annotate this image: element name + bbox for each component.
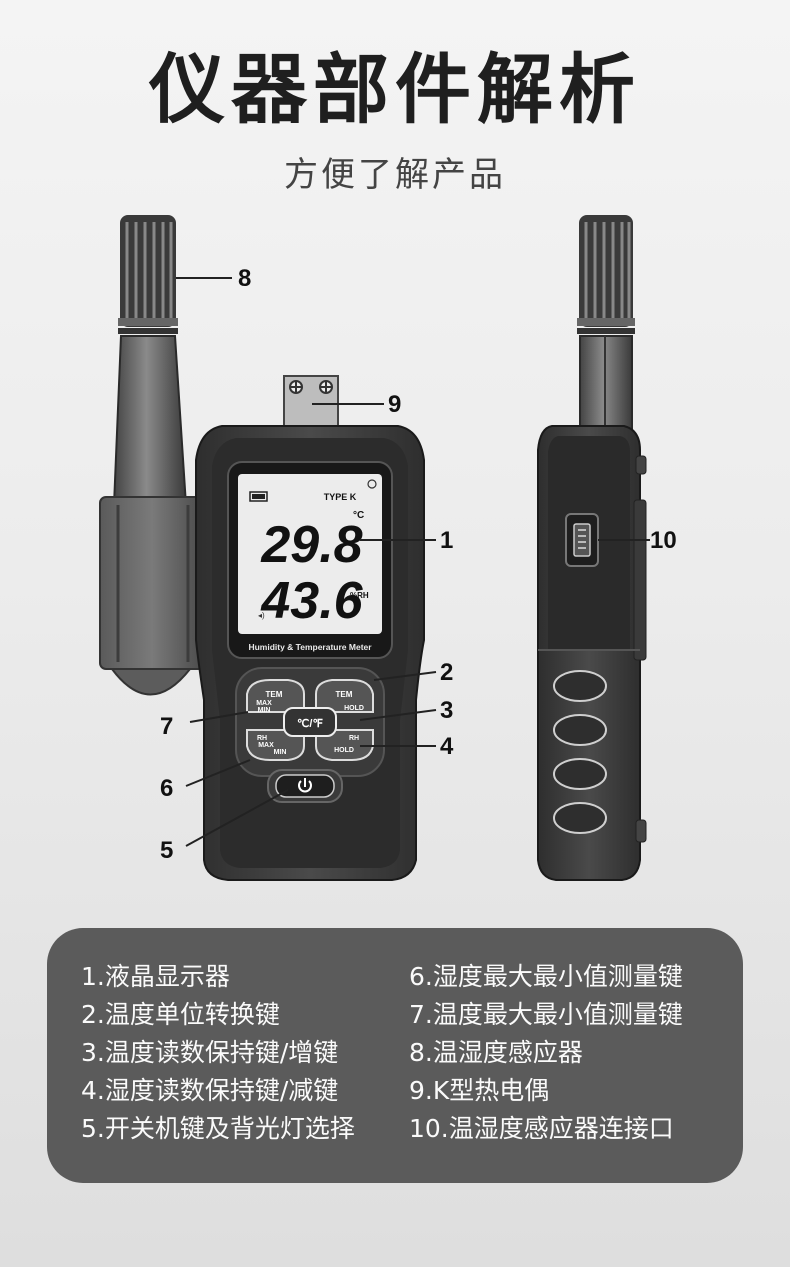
battery-icon <box>249 491 268 502</box>
legend-left-column: 1.液晶显示器 2.温度单位转换键 3.温度读数保持键/增键 4.湿度读数保持键… <box>81 958 355 1148</box>
svg-text:RH: RH <box>257 735 267 742</box>
sensor-connection-port <box>565 513 599 567</box>
svg-text:MAX: MAX <box>256 700 272 707</box>
sound-icon: ◂) <box>258 611 265 620</box>
legend-item: 6.湿度最大最小值测量键 <box>409 962 683 991</box>
power-button[interactable] <box>267 769 343 803</box>
svg-text:℃/℉: ℃/℉ <box>297 718 323 730</box>
callout-numbers: 8 9 1 2 3 4 7 6 5 10 <box>160 265 677 864</box>
legend-panel: 1.液晶显示器 2.温度单位转换键 3.温度读数保持键/增键 4.湿度读数保持键… <box>47 928 743 1183</box>
legend-right-column: 6.湿度最大最小值测量键 7.温度最大最小值测量键 8.温湿度感应器 9.K型热… <box>409 958 683 1148</box>
legend-item: 3.温度读数保持键/增键 <box>81 1038 339 1067</box>
probe-holder <box>99 496 205 696</box>
temperature-unit: °C <box>353 510 364 521</box>
svg-text:TEM: TEM <box>336 690 353 699</box>
callout-1: 1 <box>440 527 453 554</box>
legend-item: 7.温度最大最小值测量键 <box>409 1000 683 1029</box>
humidity-unit: %RH <box>350 591 369 600</box>
svg-text:MAX: MAX <box>258 742 274 749</box>
model-label: Humidity & Temperature Meter <box>248 642 372 652</box>
svg-text:RH: RH <box>349 735 359 742</box>
rh-max-min-button[interactable]: RH MAX MIN <box>246 729 305 761</box>
callout-5: 5 <box>160 837 173 864</box>
tem-hold-button[interactable]: TEM HOLD <box>315 679 374 713</box>
svg-text:MIN: MIN <box>258 707 271 714</box>
svg-text:HOLD: HOLD <box>344 705 364 712</box>
callout-10: 10 <box>650 527 677 554</box>
rh-hold-button[interactable]: RH HOLD <box>315 729 374 761</box>
callout-7: 7 <box>160 713 173 740</box>
legend-item: 1.液晶显示器 <box>81 962 230 991</box>
svg-text:MIN: MIN <box>274 749 287 756</box>
sensor-probe-front <box>112 215 188 506</box>
legend-item: 5.开关机键及背光灯选择 <box>81 1114 355 1143</box>
svg-text:HOLD: HOLD <box>334 747 354 754</box>
power-icon <box>298 778 312 793</box>
temperature-reading: 29.8 <box>260 516 362 574</box>
callout-4: 4 <box>440 733 454 760</box>
page-subtitle: 方便了解产品 <box>284 155 506 195</box>
legend-item: 9.K型热电偶 <box>409 1076 550 1105</box>
svg-text:TEM: TEM <box>266 690 283 699</box>
tem-max-min-button[interactable]: TEM MAX MIN <box>246 679 305 714</box>
product-illustration: TYPE K 29.8 °C 43.6 %RH ◂) Humidity & Te… <box>99 215 677 881</box>
lcd-display: TYPE K 29.8 °C 43.6 %RH ◂) Humidity & Te… <box>227 461 393 659</box>
callout-2: 2 <box>440 659 453 686</box>
sensor-probe-side <box>577 215 635 431</box>
callout-9: 9 <box>388 391 401 418</box>
page-title: 仪器部件解析 <box>149 45 641 134</box>
product-diagram: TYPE K 29.8 °C 43.6 %RH ◂) Humidity & Te… <box>0 200 790 920</box>
legend-item: 10.温湿度感应器连接口 <box>409 1114 674 1143</box>
humidity-reading: 43.6 <box>260 572 363 630</box>
legend-item: 4.湿度读数保持键/减键 <box>81 1076 339 1105</box>
legend-item: 2.温度单位转换键 <box>81 1000 280 1029</box>
callout-6: 6 <box>160 775 173 802</box>
callout-3: 3 <box>440 697 453 724</box>
lcd-mode-label: TYPE K <box>324 492 357 502</box>
unit-toggle-button[interactable]: ℃/℉ <box>283 707 337 737</box>
thermocouple-socket <box>283 375 339 429</box>
callout-lines <box>176 277 650 847</box>
callout-8: 8 <box>238 265 251 292</box>
side-grip-pads <box>553 670 607 834</box>
legend-item: 8.温湿度感应器 <box>409 1038 583 1067</box>
auto-off-icon <box>367 479 377 489</box>
